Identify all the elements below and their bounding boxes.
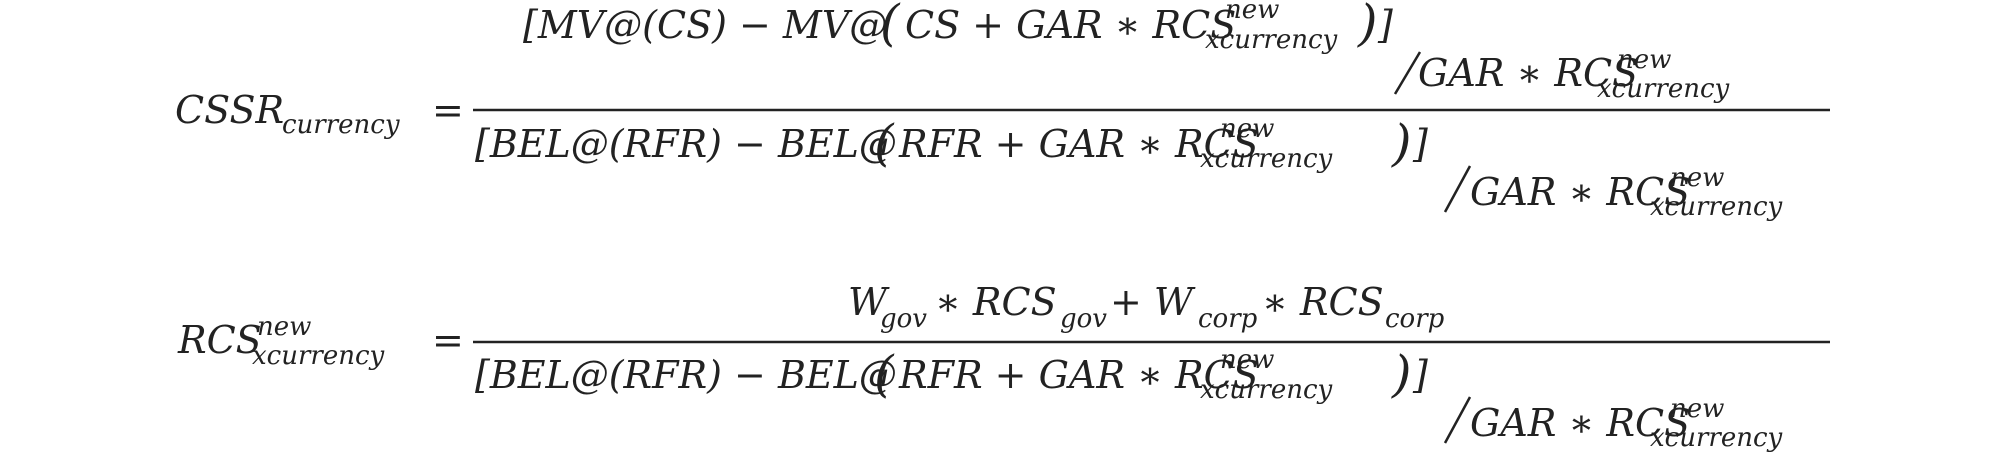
den-paren-open: ( (874, 114, 895, 172)
num-part1: [MV@(CS) − MV@ (523, 3, 887, 47)
den-part1: [BEL@(RFR) − BEL@ (475, 122, 897, 166)
den-rcs-sup: new (1220, 114, 1274, 144)
cssr-equals: = (432, 88, 464, 132)
num-divisor-base: GAR ∗ RCS (1418, 51, 1638, 95)
den-paren-close: ) (1391, 114, 1412, 172)
num-divisor-sup: new (1617, 45, 1671, 75)
den-divisor-base: GAR ∗ RCS (1470, 170, 1690, 214)
den2-paren-close: ) (1391, 345, 1412, 403)
rcs-denominator: [BEL@(RFR) − BEL@ ( RFR + GAR ∗ RCS new … (475, 345, 1783, 453)
den2-bracket-close: ] (1412, 353, 1428, 397)
num-paren-close: ) (1357, 0, 1378, 52)
cssr-lhs-sub: currency (282, 110, 400, 140)
num-divisor-sub: xcurrency (1597, 74, 1730, 104)
equation-cssr: CSSR currency = [MV@(CS) − MV@ ( CS + GA… (175, 0, 1830, 222)
den-rcs-sub: xcurrency (1200, 144, 1333, 174)
num-rcs-sup: new (1225, 0, 1279, 25)
num-bracket-close: ] (1377, 3, 1393, 47)
w-gov: W (848, 280, 890, 324)
rcs-numerator: W gov ∗ RCS gov + W corp ∗ RCS corp (848, 280, 1445, 334)
den2-divisor-sup: new (1670, 394, 1724, 424)
den2-divisor-sub: xcurrency (1650, 423, 1783, 453)
num-rcs-sub: xcurrency (1205, 25, 1338, 55)
rcs-lhs-sup: new (257, 312, 311, 342)
cssr-denominator: [BEL@(RFR) − BEL@ ( RFR + GAR ∗ RCS new … (475, 114, 1783, 222)
den2-part2: RFR + GAR ∗ RCS (898, 353, 1259, 397)
den2-part1: [BEL@(RFR) − BEL@ (475, 353, 897, 397)
w-gov-sub: gov (880, 304, 927, 334)
den2-slash (1443, 396, 1472, 444)
den-divisor-sub: xcurrency (1650, 192, 1783, 222)
rcs-equals: = (432, 318, 464, 362)
rcs-lhs-sub: xcurrency (252, 341, 385, 371)
cssr-lhs-base: CSSR (175, 88, 284, 132)
den2-paren-open: ( (874, 345, 895, 403)
den-divisor-sup: new (1670, 163, 1724, 193)
rcs-corp-sub: corp (1385, 304, 1445, 334)
den-slash (1443, 165, 1472, 213)
num-paren-open: ( (880, 0, 901, 52)
num-part2: CS + GAR ∗ RCS (905, 3, 1236, 47)
op-rcs-gov: ∗ RCS (935, 280, 1057, 324)
den2-rcs-sub: xcurrency (1200, 375, 1333, 405)
rcs-lhs-base: RCS (177, 318, 262, 362)
den2-rcs-sup: new (1220, 345, 1274, 375)
op-rcs-corp: ∗ RCS (1262, 280, 1384, 324)
den-bracket-close: ] (1412, 122, 1428, 166)
num-slash (1393, 51, 1422, 95)
rcs-gov-sub: gov (1060, 304, 1107, 334)
op-w-corp: + W (1110, 280, 1196, 324)
den-part2: RFR + GAR ∗ RCS (898, 122, 1259, 166)
cssr-numerator: [MV@(CS) − MV@ ( CS + GAR ∗ RCS new xcur… (523, 0, 1730, 104)
w-corp-sub: corp (1198, 304, 1258, 334)
den2-divisor-base: GAR ∗ RCS (1470, 401, 1690, 445)
equation-rcs: RCS new xcurrency = W gov ∗ RCS gov + W … (177, 280, 1830, 453)
